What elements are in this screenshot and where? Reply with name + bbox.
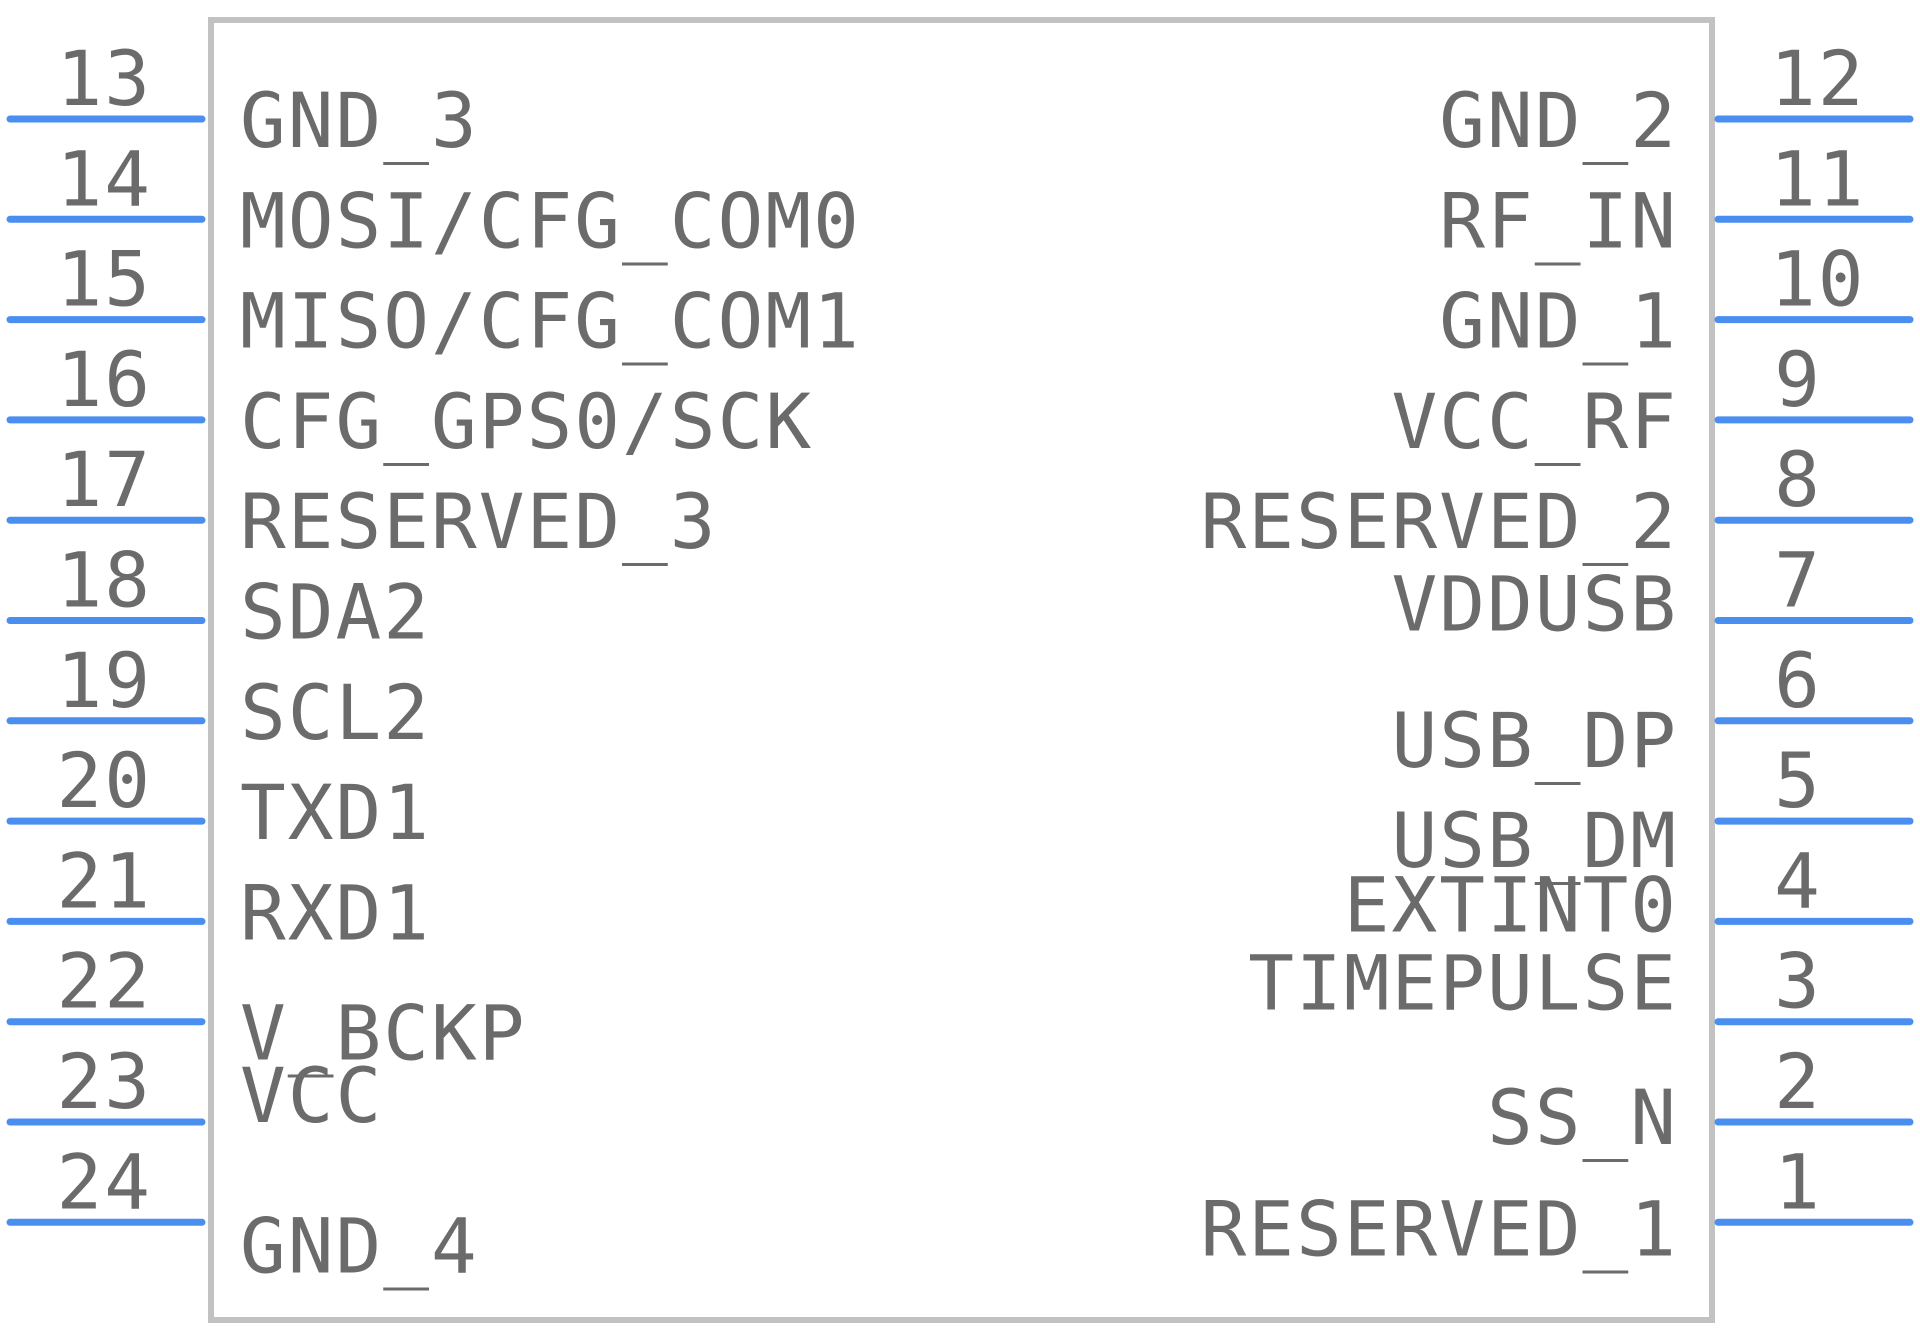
pin-23-name: VCC (240, 1051, 383, 1140)
pin-13-name: GND_3 (240, 76, 479, 165)
pin-8-number: 8 (1774, 435, 1822, 524)
pin-24-name: GND_4 (240, 1201, 479, 1290)
pin-21-number: 21 (56, 836, 152, 925)
pin-9-name: VCC_RF (1391, 377, 1678, 466)
pin-1-number: 1 (1774, 1137, 1822, 1226)
pin-3-name: TIMEPULSE (1248, 939, 1678, 1028)
pin-2-name: SS_N (1487, 1073, 1678, 1162)
pin-22-name: V_BCKP (240, 989, 527, 1078)
pin-22-number: 22 (56, 937, 152, 1026)
pin-19-number: 19 (56, 636, 152, 725)
pin-18-number: 18 (56, 536, 152, 625)
pin-8-name: RESERVED_2 (1200, 477, 1678, 566)
pin-15-number: 15 (56, 235, 152, 324)
pin-23-number: 23 (56, 1037, 152, 1126)
pin-5-number: 5 (1774, 736, 1822, 825)
pin-10-name: GND_1 (1439, 277, 1678, 366)
pin-6-name: USB_DP (1391, 696, 1678, 785)
left-pin-group: 13 GND_3 14 MOSI/CFG_COM0 15 MISO/CFG_COM1 16 C… (6, 34, 861, 1290)
pin-5-name: USB_DM (1391, 796, 1678, 885)
pin-6-number: 6 (1774, 636, 1822, 725)
pin-20-name: TXD1 (240, 768, 431, 857)
pin-12-name: GND_2 (1439, 76, 1678, 165)
pin-16-name: CFG_GPS0/SCK (240, 377, 813, 466)
pin-13-number: 13 (56, 34, 152, 123)
pin-21-name: RXD1 (240, 868, 431, 957)
pin-18-name: SDA2 (240, 568, 431, 657)
pin-7-number: 7 (1774, 536, 1822, 625)
pin-14-name: MOSI/CFG_COM0 (240, 176, 861, 265)
pin-3-number: 3 (1774, 937, 1822, 1026)
pin-11-name: RF_IN (1439, 176, 1678, 265)
component-body (208, 17, 1715, 1323)
pin-9-number: 9 (1774, 335, 1822, 424)
pin-11-number: 11 (1770, 134, 1866, 223)
pin-4-name: EXTINT0 (1344, 860, 1678, 949)
pin-16-number: 16 (56, 335, 152, 424)
pin-20-number: 20 (56, 736, 152, 825)
pin-10-number: 10 (1770, 235, 1866, 324)
pin-2-number: 2 (1774, 1037, 1822, 1126)
pin-1-name: RESERVED_1 (1200, 1184, 1678, 1273)
pin-17-number: 17 (56, 435, 152, 524)
pin-7-name: VDDUSB (1391, 560, 1678, 649)
pin-24-number: 24 (56, 1137, 152, 1226)
pin-15-name: MISO/CFG_COM1 (240, 277, 861, 366)
pin-14-number: 14 (56, 134, 152, 223)
pin-19-name: SCL2 (240, 668, 431, 757)
pin-4-number: 4 (1774, 836, 1822, 925)
pin-12-number: 12 (1770, 34, 1866, 123)
pin-17-name: RESERVED_3 (240, 477, 718, 566)
right-pin-group: 12GND_211RF_IN10GND_19VCC_RF8RESERVED_27… (1200, 34, 1914, 1273)
